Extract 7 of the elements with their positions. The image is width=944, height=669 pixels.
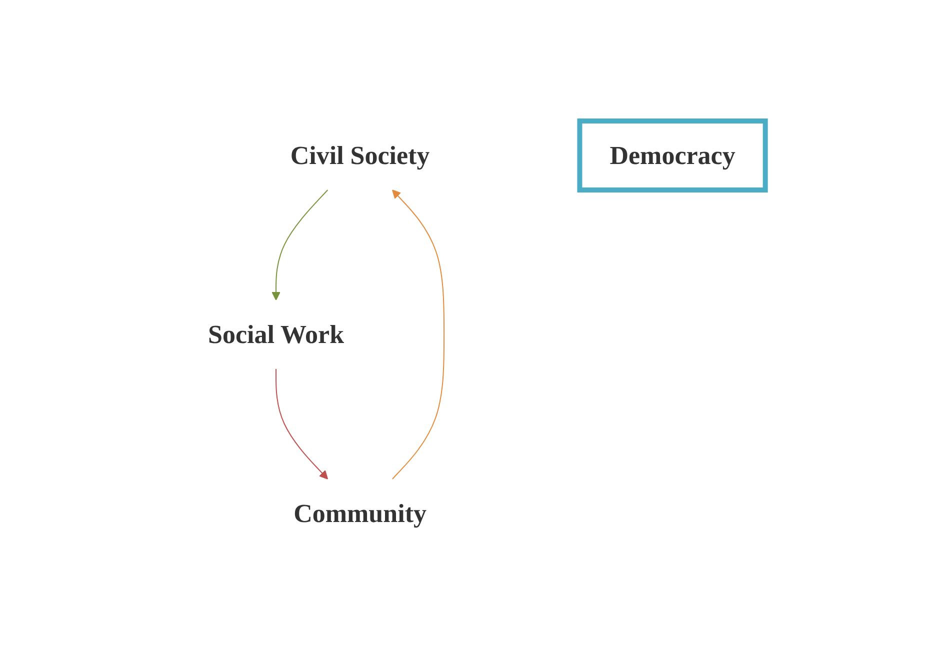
arrow	[276, 368, 328, 480]
node-text: Social Work	[208, 320, 344, 349]
node-text: Community	[294, 499, 427, 528]
arrow	[272, 190, 328, 300]
arrow	[392, 190, 445, 480]
node-text: Civil Society	[290, 141, 430, 170]
node-box: Democracy	[578, 118, 768, 192]
